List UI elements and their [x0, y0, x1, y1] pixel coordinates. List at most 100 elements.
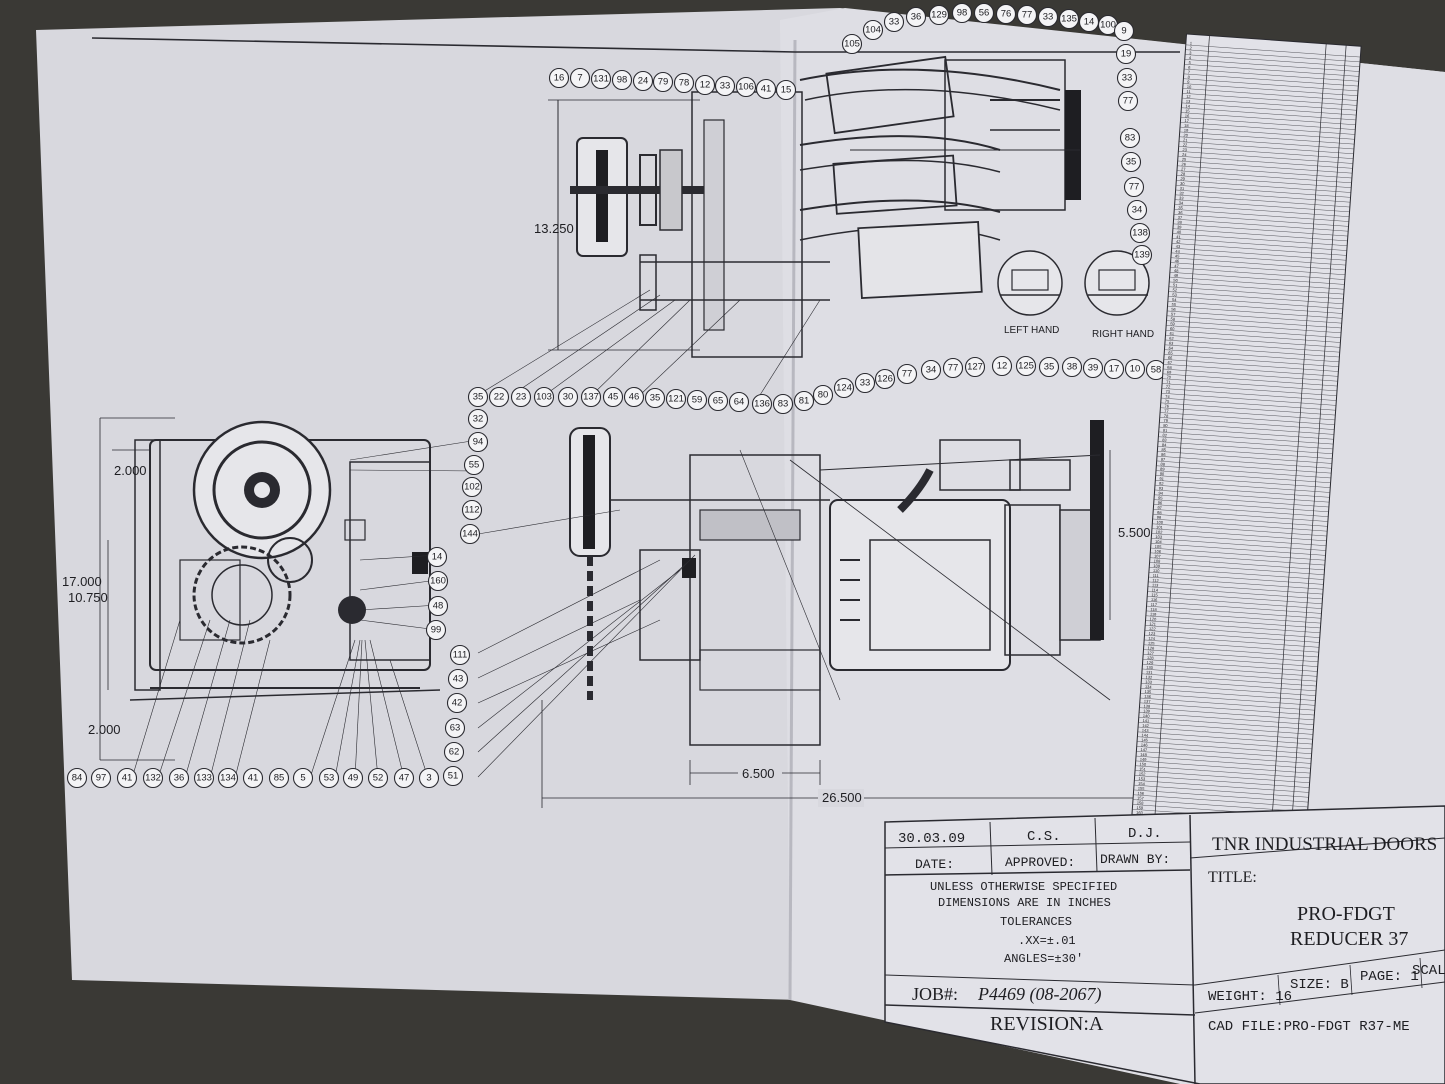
table-row: 44 [1175, 249, 1181, 254]
table-row: 3 [1189, 50, 1192, 55]
callout: 62 [449, 747, 460, 758]
table-row-divider [1173, 218, 1349, 232]
table-row: 42 [1176, 239, 1182, 244]
callout: 35 [650, 393, 661, 404]
table-row-divider [1174, 209, 1349, 222]
table-row-divider [1170, 257, 1346, 271]
table-row: 92 [1159, 481, 1165, 486]
table-row-divider [1150, 552, 1325, 566]
size-value: SIZE: B [1290, 977, 1349, 993]
callout: 32 [473, 414, 484, 425]
table-row-divider [1177, 165, 1352, 179]
callout: 59 [692, 395, 703, 406]
table-row: 129 [1146, 660, 1154, 666]
table-row: 113 [1152, 582, 1159, 587]
table-row: 21 [1183, 137, 1189, 142]
table-row-divider [1135, 765, 1310, 779]
left-hand-detail [997, 250, 1063, 316]
callout: 121 [668, 394, 684, 405]
callout: 36 [174, 773, 185, 784]
table-row-divider [1145, 620, 1321, 633]
note-line: DIMENSIONS ARE IN INCHES [938, 896, 1111, 910]
callout: 100 [1100, 20, 1116, 31]
table-row: 10 [1187, 84, 1193, 89]
table-row-divider [1173, 213, 1349, 227]
callout: 83 [778, 399, 789, 410]
table-row-divider [1140, 697, 1315, 711]
table-row: 11 [1186, 89, 1191, 94]
table-row: 47 [1174, 263, 1180, 268]
cad-file-value: CAD FILE:PRO-FDGT R37-ME [1208, 1019, 1410, 1035]
table-row-divider [1137, 741, 1312, 754]
callout: 102 [464, 482, 480, 493]
table-row-divider [1179, 131, 1355, 145]
table-row: 14 [1185, 103, 1191, 108]
table-row-divider [1180, 117, 1356, 130]
table-row: 160 [1136, 810, 1144, 816]
callout: 112 [464, 505, 479, 516]
callout: 16 [554, 73, 565, 84]
table-row: 108 [1154, 558, 1162, 564]
top-view-assembly [570, 55, 1081, 358]
table-row-divider [1163, 368, 1338, 382]
table-row-divider [1156, 460, 1332, 474]
table-row: 28 [1181, 171, 1187, 176]
table-row: 24 [1182, 152, 1188, 157]
table-row-divider [1181, 107, 1356, 121]
table-row: 153 [1138, 776, 1146, 782]
table-row-divider [1162, 383, 1337, 396]
table-row: 141 [1142, 718, 1150, 724]
table-row: 32 [1179, 191, 1185, 196]
table-row: 83 [1162, 437, 1168, 442]
table-row-divider [1178, 141, 1354, 155]
callout: 33 [860, 378, 871, 389]
table-row: 85 [1161, 447, 1167, 452]
table-row-divider [1144, 639, 1319, 653]
callout: 41 [248, 773, 259, 784]
table-row-divider [1135, 760, 1311, 774]
table-row: 147 [1140, 747, 1148, 753]
right-hand-label: RIGHT HAND [1092, 329, 1154, 340]
table-row: 117 [1150, 602, 1157, 607]
table-row: 53 [1172, 292, 1178, 297]
table-row-divider [1166, 315, 1342, 329]
callout: 139 [1134, 250, 1150, 261]
table-row-divider [1136, 751, 1311, 764]
callout: 131 [593, 74, 609, 85]
approved-by-value: C.S. [1027, 829, 1061, 845]
table-row-divider [1171, 252, 1346, 266]
table-row: 94 [1158, 490, 1164, 495]
table-row-divider [1172, 238, 1347, 251]
table-row-divider [1159, 422, 1334, 435]
table-row: 89 [1160, 466, 1166, 471]
table-row: 111 [1153, 573, 1160, 578]
table-row: 154 [1138, 781, 1146, 787]
table-row: 143 [1142, 728, 1150, 734]
table-row: 138 [1143, 703, 1151, 709]
table-row-divider [1148, 581, 1323, 595]
callout: 17 [1109, 364, 1120, 375]
table-row: 54 [1172, 297, 1178, 302]
table-row: 69 [1167, 370, 1173, 375]
table-row-divider [1143, 649, 1319, 663]
table-row-divider [1136, 755, 1311, 769]
table-row: 126 [1147, 645, 1155, 651]
table-row: 87 [1161, 457, 1167, 462]
table-row: 75 [1165, 399, 1171, 404]
callout: 14 [1084, 17, 1095, 28]
table-row: 66 [1168, 355, 1174, 360]
inset-details: LEFT HAND RIGHT HAND [997, 250, 1154, 340]
table-row-divider [1181, 112, 1356, 125]
table-row: 80 [1163, 423, 1169, 428]
table-row-divider [1170, 267, 1345, 280]
table-row-divider [1173, 223, 1348, 237]
callout: 132 [145, 773, 161, 784]
dim-17000-label: 17.000 [62, 574, 102, 589]
table-row: 144 [1141, 732, 1149, 738]
callout: 35 [473, 392, 484, 403]
table-row: 22 [1183, 142, 1189, 147]
callout: 33 [720, 81, 731, 92]
callout: 98 [617, 75, 628, 86]
table-row-divider [1152, 523, 1327, 537]
